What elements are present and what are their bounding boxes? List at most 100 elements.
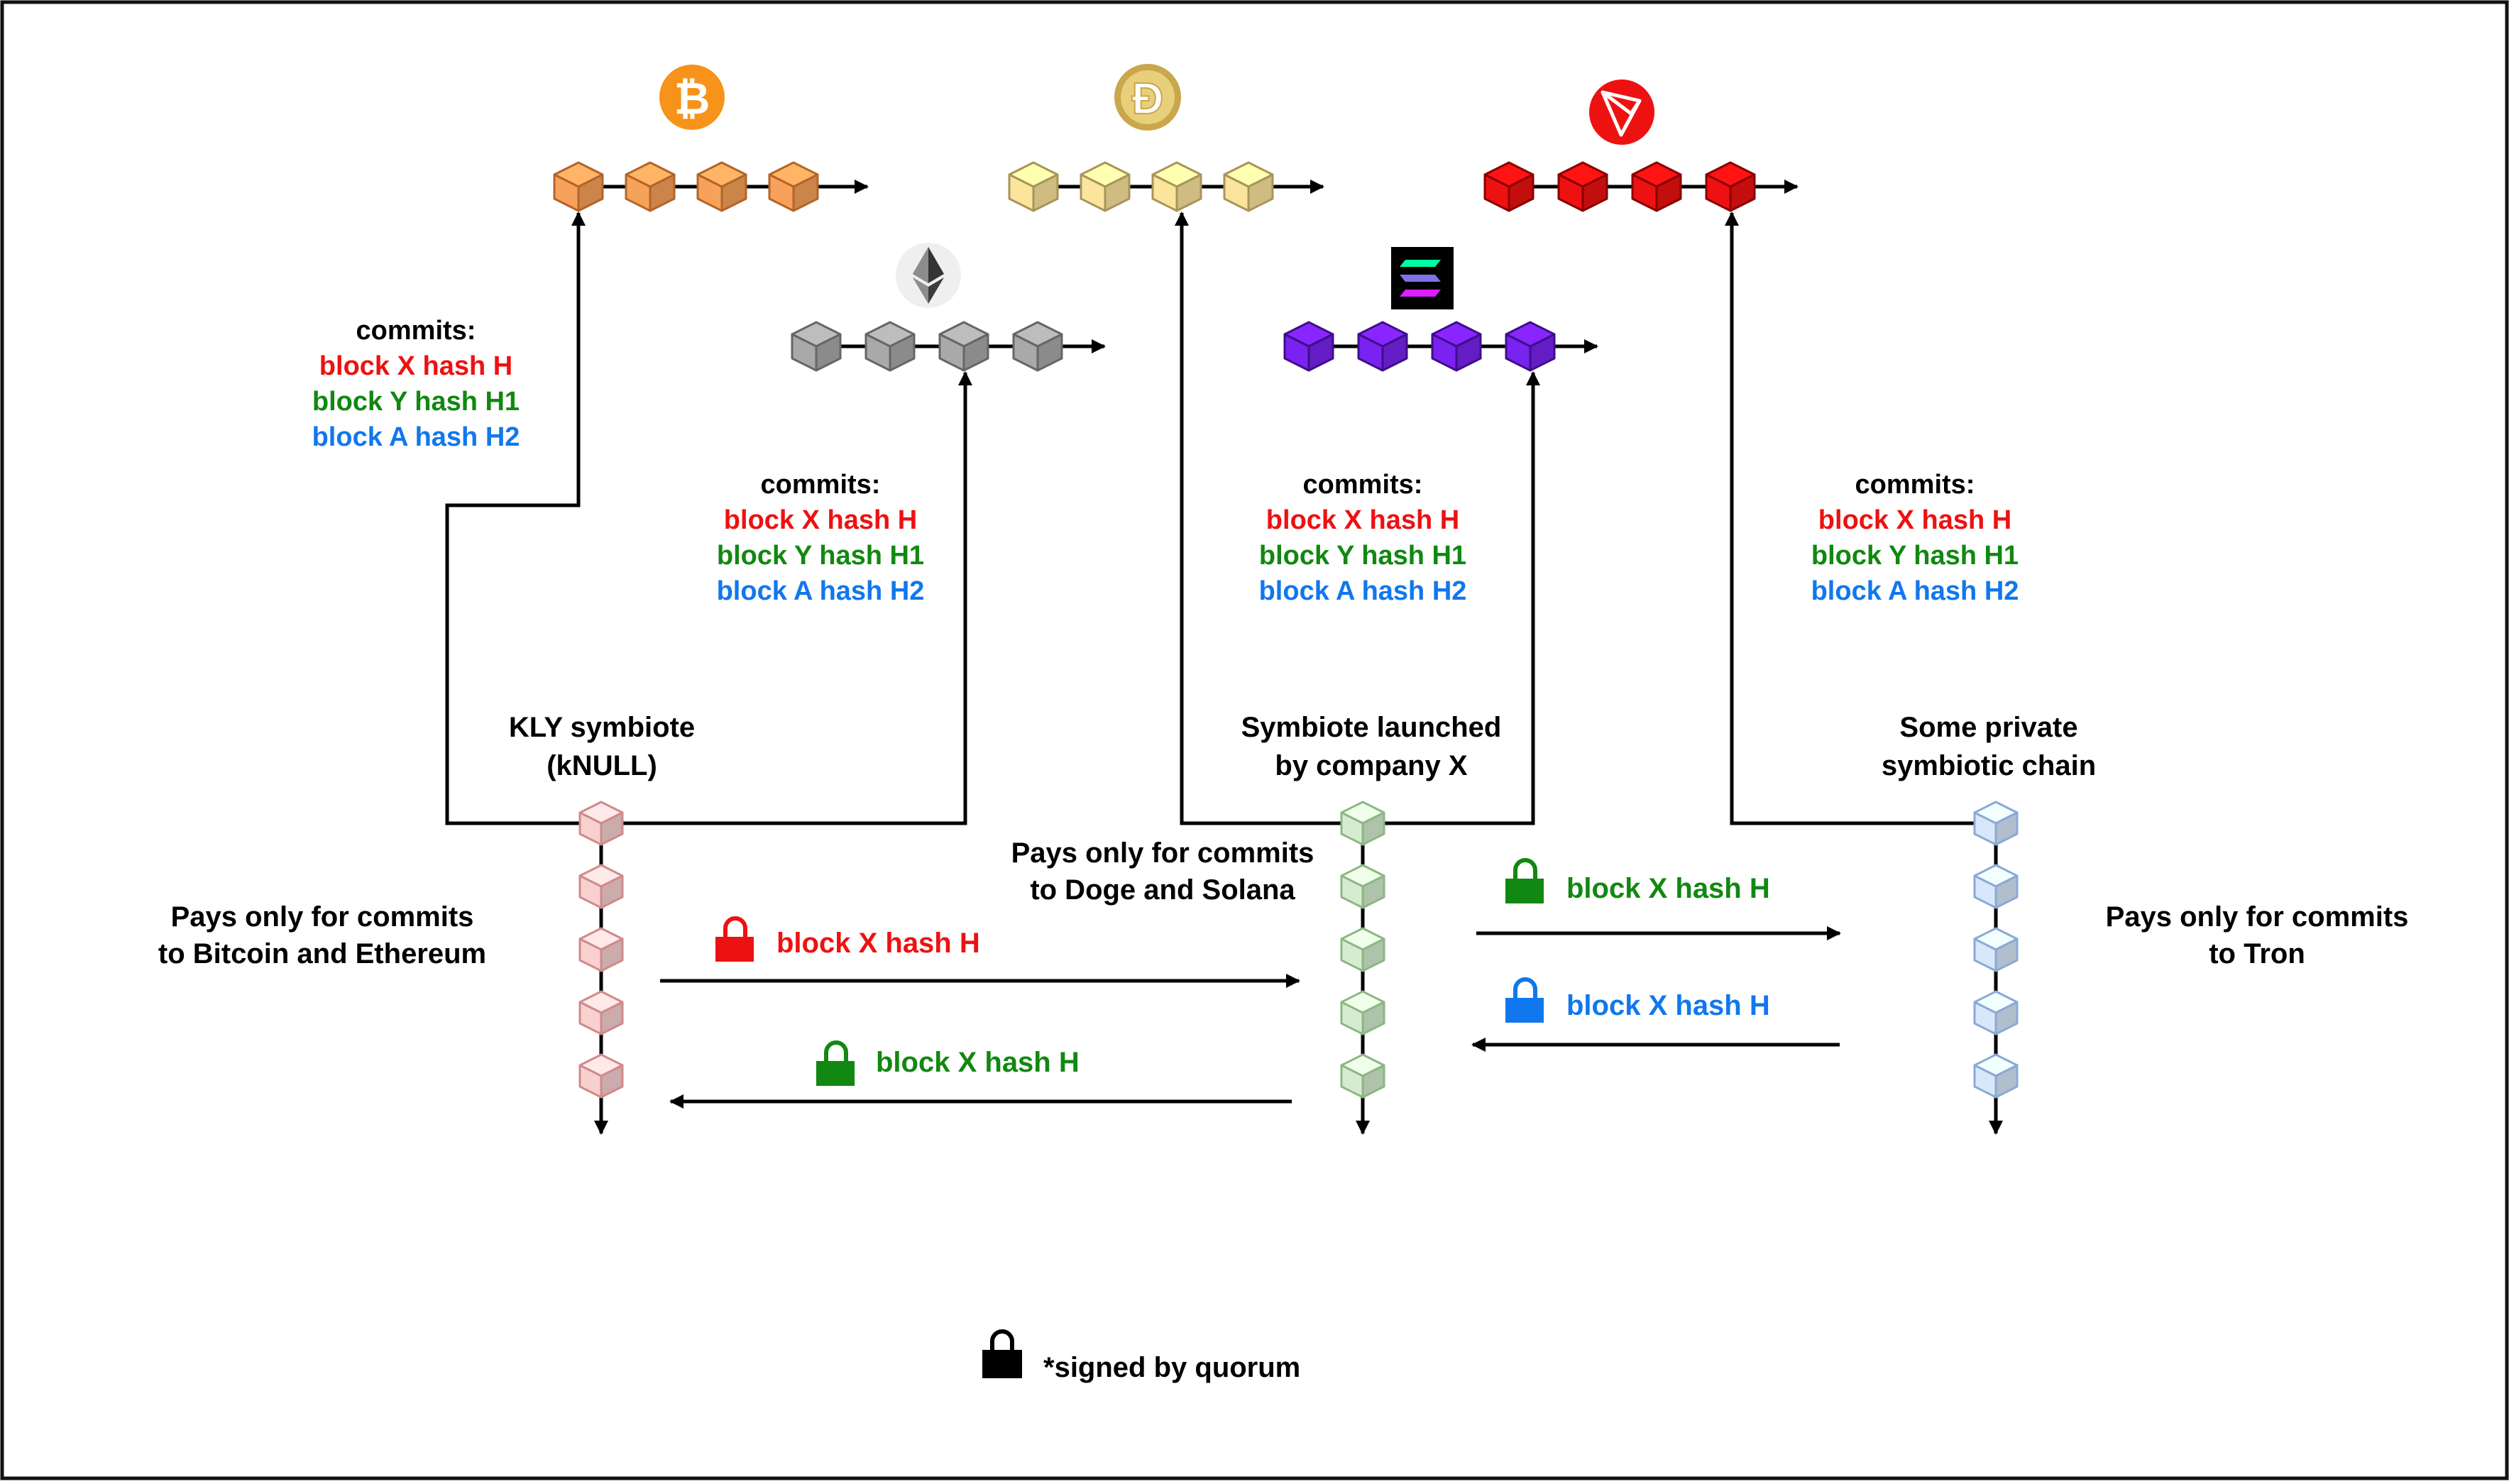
block-cube — [1973, 1053, 2019, 1099]
block-cube — [1151, 161, 1202, 212]
solana-chain — [1283, 321, 1598, 372]
block-cube — [791, 321, 842, 372]
block-cube — [1483, 161, 1535, 212]
transfer-private-to-x: block X hash H — [1505, 977, 1770, 1023]
private-pays-line2: to Tron — [2209, 938, 2305, 969]
transfer-label: block X hash H — [1566, 990, 1770, 1021]
kly-symbiote-chain — [578, 801, 624, 1135]
commit-line-green: block Y hash H1 — [1811, 541, 2019, 571]
x-to-solana-connector — [1363, 371, 1540, 825]
block-cube — [1973, 927, 2019, 972]
commits-label-bitcoin: commits: block X hash H block Y hash H1 … — [312, 316, 520, 452]
block-cube — [1340, 864, 1385, 909]
commit-line-red: block X hash H — [1266, 505, 1459, 535]
commits-label-tron: commits: block X hash H block Y hash H1 … — [1811, 470, 2019, 606]
block-cube — [1012, 321, 1063, 372]
block-cube — [625, 161, 676, 212]
kly-title-line1: KLY symbiote — [509, 712, 695, 743]
transfer-x-to-private: block X hash H — [1505, 858, 1770, 904]
kly-pays-label: Pays only for commits to Bitcoin and Eth… — [158, 901, 486, 969]
bitcoin-icon: ₿ — [659, 65, 725, 130]
commit-line-red: block X hash H — [1818, 505, 2011, 535]
company-x-symbiote-title: Symbiote launched by company X — [1241, 712, 1502, 781]
block-cube — [578, 801, 624, 846]
block-cube — [1223, 161, 1274, 212]
commits-header: commits: — [1303, 470, 1423, 500]
tron-chain — [1483, 161, 1799, 212]
block-cube — [578, 864, 624, 909]
bitcoin-glyph: ₿ — [674, 75, 710, 123]
ethereum-chain — [791, 321, 1106, 372]
block-cube — [1340, 1053, 1385, 1099]
transfer-kly-to-x: block X hash H — [715, 916, 980, 962]
commits-header: commits: — [761, 470, 881, 500]
block-cube — [578, 990, 624, 1035]
dogecoin-chain — [1008, 161, 1324, 212]
transfer-arrows — [660, 926, 1841, 1109]
solana-icon — [1391, 247, 1454, 309]
commits-header: commits: — [1855, 470, 1975, 500]
block-cube — [1973, 801, 2019, 846]
black-lock-icon — [982, 1329, 1022, 1378]
private-title-line2: symbiotic chain — [1882, 750, 2096, 781]
block-cube — [1357, 321, 1408, 372]
block-cube — [1340, 801, 1385, 846]
block-cube — [1973, 864, 2019, 909]
commit-line-red: block X hash H — [319, 351, 512, 381]
dogecoin-icon: Ð — [1114, 64, 1181, 131]
block-cube — [1283, 321, 1334, 372]
transfer-x-to-kly: block X hash H — [816, 1040, 1080, 1086]
block-cube — [938, 321, 989, 372]
block-cube — [1631, 161, 1682, 212]
green-lock-icon — [1505, 858, 1544, 903]
company-x-title-line1: Symbiote launched — [1241, 712, 1502, 743]
tron-icon — [1589, 79, 1654, 145]
block-cube — [864, 321, 916, 372]
block-cube — [1340, 927, 1385, 972]
private-title-line1: Some private — [1899, 712, 2077, 743]
transfer-label: block X hash H — [1566, 873, 1770, 904]
block-cube — [1340, 990, 1385, 1035]
kly-pays-line2: to Bitcoin and Ethereum — [158, 938, 486, 969]
block-cube — [696, 161, 747, 212]
transfer-label: block X hash H — [876, 1047, 1080, 1078]
commits-label-ethereum: commits: block X hash H block Y hash H1 … — [717, 470, 925, 606]
commit-line-red: block X hash H — [724, 505, 917, 535]
private-symbiote-title: Some private symbiotic chain — [1882, 712, 2096, 781]
red-lock-icon — [715, 916, 754, 962]
block-cube — [1557, 161, 1608, 212]
legend: *signed by quorum — [982, 1329, 1300, 1383]
commit-line-green: block Y hash H1 — [312, 387, 520, 417]
commit-line-blue: block A hash H2 — [717, 576, 925, 606]
commit-line-blue: block A hash H2 — [312, 422, 520, 452]
block-cube — [553, 161, 604, 212]
block-cube — [1431, 321, 1482, 372]
block-cube — [1505, 321, 1556, 372]
block-cube — [578, 927, 624, 972]
block-cube — [1973, 990, 2019, 1035]
commit-connectors — [445, 211, 1996, 825]
commits-header: commits: — [356, 316, 476, 346]
transfer-label: block X hash H — [776, 928, 980, 959]
company-x-pays-line2: to Doge and Solana — [1030, 874, 1295, 906]
blue-lock-icon — [1505, 977, 1544, 1023]
company-x-pays-label: Pays only for commits to Doge and Solana — [1011, 837, 1314, 906]
company-x-title-line2: by company X — [1275, 750, 1468, 781]
block-cube — [1008, 161, 1059, 212]
private-pays-label: Pays only for commits to Tron — [2106, 901, 2409, 969]
ethereum-icon — [896, 243, 961, 308]
kly-pays-line1: Pays only for commits — [171, 901, 474, 933]
kly-title-line2: (kNULL) — [547, 750, 657, 781]
block-cube — [578, 1053, 624, 1099]
dogecoin-glyph: Ð — [1132, 75, 1164, 123]
green-lock-icon — [816, 1040, 855, 1086]
commit-line-blue: block A hash H2 — [1811, 576, 2019, 606]
block-cube — [768, 161, 819, 212]
legend-text: *signed by quorum — [1043, 1352, 1300, 1383]
company-x-symbiote-chain — [1340, 801, 1385, 1135]
private-symbiote-chain — [1973, 801, 2019, 1135]
commit-line-blue: block A hash H2 — [1259, 576, 1467, 606]
